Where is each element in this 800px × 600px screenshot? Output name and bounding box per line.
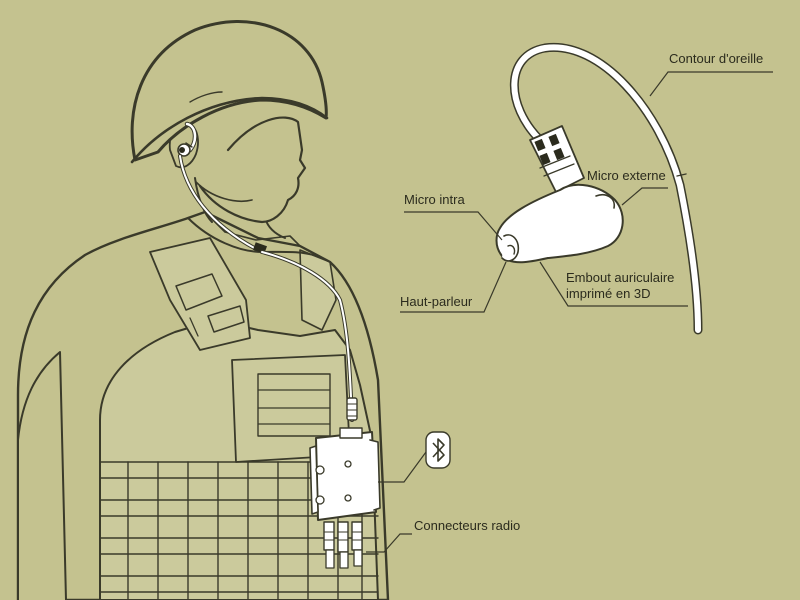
soldier-figure <box>18 22 388 600</box>
label-ear-contour: Contour d'oreille <box>669 51 763 66</box>
label-internal-mic: Micro intra <box>404 192 465 207</box>
label-ear-tip-line1: Embout auriculaire <box>566 270 674 285</box>
ribbed-neck <box>530 126 584 192</box>
leader-ear-contour <box>650 72 773 96</box>
label-radio-connectors: Connecteurs radio <box>414 518 520 533</box>
leader-internal-mic <box>404 212 502 240</box>
label-speaker: Haut-parleur <box>400 294 472 309</box>
bluetooth-icon <box>426 432 450 468</box>
label-ear-tip-line2: imprimé en 3D <box>566 286 651 301</box>
leader-external-mic <box>622 188 668 205</box>
soldier-face <box>200 118 305 222</box>
leader-bluetooth <box>378 452 426 482</box>
label-external-mic: Micro externe <box>587 168 666 183</box>
id-patch <box>258 374 330 436</box>
